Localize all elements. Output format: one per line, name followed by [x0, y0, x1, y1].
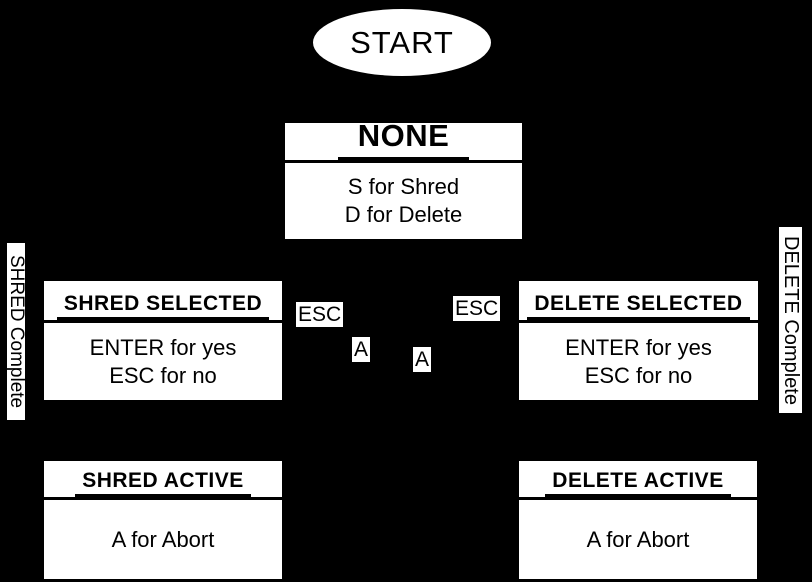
state-node-shred-active: SHRED ACTIVE A for Abort	[44, 461, 282, 579]
state-title: DELETE ACTIVE	[545, 469, 731, 497]
state-title-bar: NONE	[285, 118, 522, 163]
state-node-delete-selected: DELETE SELECTED ENTER for yes ESC for no	[519, 281, 758, 400]
state-body-line: ESC for no	[109, 362, 217, 388]
state-title-bar: DELETE SELECTED	[519, 281, 758, 323]
edge-label-a-right: A	[413, 347, 432, 372]
state-title-bar: DELETE ACTIVE	[519, 461, 757, 500]
edge-label-a-left: A	[352, 337, 371, 362]
state-title: DELETE SELECTED	[527, 292, 750, 320]
state-node-none: NONE S for Shred D for Delete	[285, 118, 522, 239]
state-body-line: ENTER for yes	[89, 334, 237, 360]
state-body: ENTER for yes ESC for no	[519, 323, 758, 400]
state-node-delete-active: DELETE ACTIVE A for Abort	[519, 461, 757, 579]
state-body: S for Shred D for Delete	[285, 163, 522, 239]
state-body-line: ENTER for yes	[565, 334, 712, 360]
edge-label-esc-left: ESC	[296, 302, 344, 327]
state-body: A for Abort	[44, 500, 282, 579]
start-label: START	[350, 24, 454, 60]
state-title: SHRED SELECTED	[56, 292, 270, 320]
state-body-line: D for Delete	[344, 202, 463, 227]
state-body-line: S for Shred	[347, 174, 460, 199]
edge-label-esc-right: ESC	[453, 296, 501, 321]
state-body-line: A for Abort	[111, 526, 215, 552]
state-title-bar: SHRED ACTIVE	[44, 461, 282, 500]
state-title: NONE	[337, 118, 470, 160]
state-title: SHRED ACTIVE	[75, 469, 251, 497]
edge-label-delete-complete: DELETE Complete	[779, 227, 802, 413]
state-node-shred-selected: SHRED SELECTED ENTER for yes ESC for no	[44, 281, 282, 400]
start-node: START	[313, 9, 491, 76]
edge-label-shred-complete: SHRED Complete	[6, 243, 27, 420]
state-body: ENTER for yes ESC for no	[44, 323, 282, 400]
state-body-line: ESC for no	[584, 362, 693, 388]
state-body-line: A for Abort	[586, 526, 690, 552]
state-body: A for Abort	[519, 500, 757, 579]
state-title-bar: SHRED SELECTED	[44, 281, 282, 323]
